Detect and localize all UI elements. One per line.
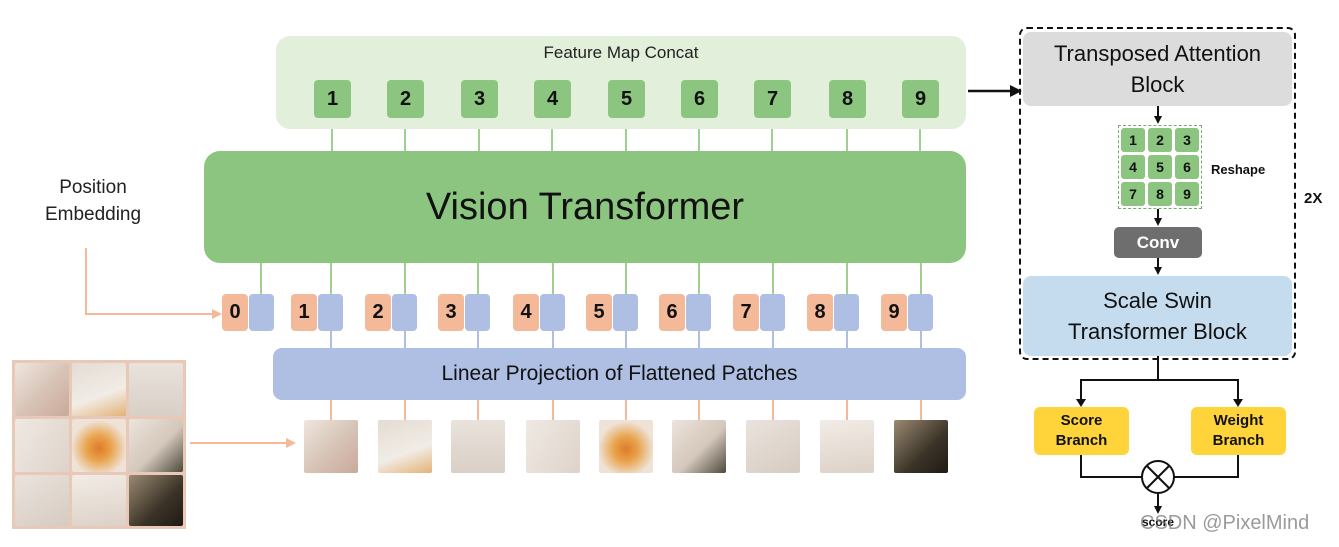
position-embedding-label: Position Embedding bbox=[20, 174, 166, 228]
position-embedding-token: 3 bbox=[438, 294, 464, 331]
reshape-cell: 7 bbox=[1121, 182, 1145, 206]
position-embedding-line1: Position bbox=[59, 177, 127, 198]
tab-line2: Block bbox=[1130, 72, 1185, 97]
position-embedding-token: 2 bbox=[365, 294, 391, 331]
image-patch bbox=[15, 363, 69, 416]
image-patch bbox=[72, 475, 126, 526]
patch-embedding-token bbox=[908, 294, 933, 331]
input-image bbox=[12, 360, 186, 529]
image-patch bbox=[129, 363, 183, 416]
reshape-cell: 6 bbox=[1175, 155, 1199, 179]
embedding-to-vit-lines bbox=[260, 262, 922, 294]
patch-embedding-token bbox=[760, 294, 785, 331]
flattened-patch bbox=[526, 420, 580, 473]
score-branch-block: Score Branch bbox=[1034, 407, 1129, 455]
flattened-patch bbox=[378, 420, 432, 473]
position-embedding-token: 4 bbox=[513, 294, 539, 331]
patch-embedding-token bbox=[249, 294, 274, 331]
position-embedding-token: 9 bbox=[881, 294, 907, 331]
image-patch bbox=[15, 419, 69, 472]
reshape-grid: 1 2 3 4 5 6 7 8 9 bbox=[1118, 125, 1202, 209]
projection-to-embedding-lines bbox=[330, 331, 922, 350]
reshape-cell: 4 bbox=[1121, 155, 1145, 179]
concat-token: 2 bbox=[387, 80, 424, 118]
patch-embedding-token bbox=[686, 294, 711, 331]
position-embedding-token: 6 bbox=[659, 294, 685, 331]
concat-token: 7 bbox=[754, 80, 791, 118]
image-patch bbox=[129, 419, 183, 472]
reshape-cell: 5 bbox=[1148, 155, 1172, 179]
swin-line1: Scale Swin bbox=[1103, 288, 1212, 313]
vision-transformer-block: Vision Transformer bbox=[204, 151, 966, 263]
concat-token: 1 bbox=[314, 80, 351, 118]
tab-line1: Transposed Attention bbox=[1053, 41, 1262, 66]
position-embedding-token: 8 bbox=[807, 294, 833, 331]
concat-token: 4 bbox=[534, 80, 571, 118]
image-to-patches-arrowhead bbox=[286, 438, 296, 448]
position-embedding-arrowhead bbox=[212, 309, 222, 319]
reshape-cell: 9 bbox=[1175, 182, 1199, 206]
scale-swin-transformer-block: Scale Swin Transformer Block bbox=[1023, 276, 1292, 356]
score-output-label: score bbox=[1141, 515, 1175, 529]
position-embedding-arrow bbox=[85, 248, 216, 315]
concat-token: 6 bbox=[681, 80, 718, 118]
score-branch-line2: Branch bbox=[1055, 432, 1108, 449]
reshape-cell: 3 bbox=[1175, 128, 1199, 152]
repeated-block-container bbox=[1019, 27, 1296, 360]
position-embedding-token: 5 bbox=[586, 294, 612, 331]
reshape-cell: 8 bbox=[1148, 182, 1172, 206]
patch-embedding-token bbox=[318, 294, 343, 331]
flattened-patch bbox=[894, 420, 948, 473]
reshape-label: Reshape bbox=[1211, 162, 1266, 177]
position-embedding-token: 0 bbox=[222, 294, 248, 331]
concat-to-tab-arrowhead bbox=[1010, 85, 1022, 97]
feature-map-concat-label: Feature Map Concat bbox=[543, 43, 699, 62]
flattened-patch bbox=[820, 420, 874, 473]
weight-branch-line1: Weight bbox=[1213, 412, 1264, 429]
concat-token: 5 bbox=[608, 80, 645, 118]
image-patch bbox=[72, 363, 126, 416]
position-embedding-line2: Embedding bbox=[44, 204, 142, 225]
score-branch-line1: Score bbox=[1060, 412, 1103, 429]
patch-embedding-token bbox=[613, 294, 638, 331]
concat-token: 8 bbox=[829, 80, 866, 118]
swin-line2: Transformer Block bbox=[1068, 319, 1247, 344]
weight-branch-line2: Branch bbox=[1212, 432, 1265, 449]
reshape-cell: 2 bbox=[1148, 128, 1172, 152]
patch-embedding-token bbox=[465, 294, 490, 331]
concat-token: 3 bbox=[461, 80, 498, 118]
linear-projection-block: Linear Projection of Flattened Patches bbox=[273, 348, 966, 400]
flattened-patch bbox=[672, 420, 726, 473]
image-patch bbox=[72, 419, 126, 472]
image-patch bbox=[129, 475, 183, 526]
flattened-patch bbox=[451, 420, 505, 473]
position-embedding-token: 7 bbox=[733, 294, 759, 331]
multiply-icon bbox=[1141, 460, 1175, 494]
flattened-patch bbox=[599, 420, 653, 473]
watermark-text: CSDN @PixelMind bbox=[1140, 512, 1310, 534]
transposed-attention-block: Transposed Attention Block bbox=[1023, 32, 1292, 106]
image-patch bbox=[15, 475, 69, 526]
position-embedding-token: 1 bbox=[291, 294, 317, 331]
repeat-count-label: 2X bbox=[1304, 190, 1323, 207]
concat-token: 9 bbox=[902, 80, 939, 118]
flattened-patch bbox=[746, 420, 800, 473]
conv-block: Conv bbox=[1114, 227, 1202, 258]
patch-to-projection-lines bbox=[330, 400, 922, 420]
right-column-arrowheads bbox=[1076, 116, 1243, 514]
patch-embedding-token bbox=[834, 294, 859, 331]
flattened-patch bbox=[304, 420, 358, 473]
weight-branch-block: Weight Branch bbox=[1191, 407, 1286, 455]
patch-embedding-token bbox=[392, 294, 417, 331]
reshape-cell: 1 bbox=[1121, 128, 1145, 152]
patch-embedding-token bbox=[540, 294, 565, 331]
